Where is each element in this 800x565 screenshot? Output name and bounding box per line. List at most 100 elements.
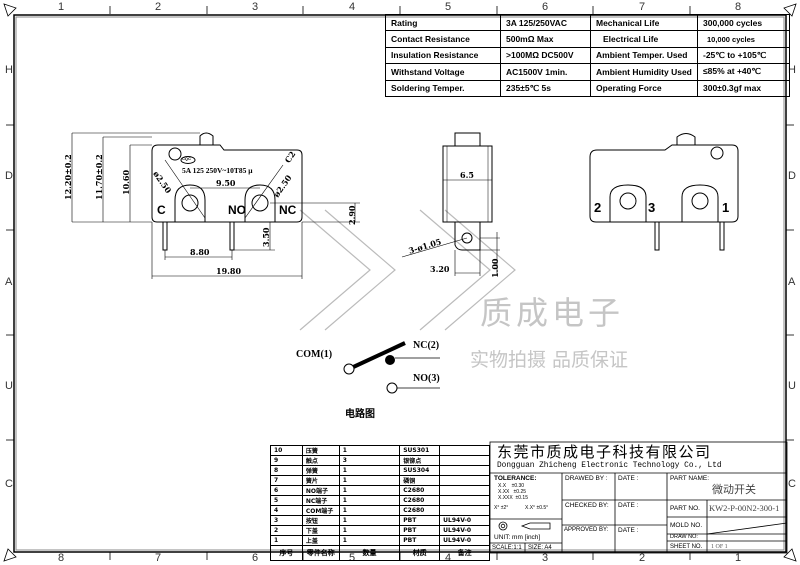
sheet-no-label: SHEET NO. (670, 544, 703, 550)
grid-letter: D (5, 170, 13, 182)
watermark-logo (299, 209, 516, 331)
bom-cell: 1 (338, 485, 401, 496)
date-label: DATE : (618, 502, 639, 509)
bom-header: 序号零件名称数量材质备注 (270, 545, 490, 561)
draw-no-label: DRAW NO: (670, 534, 698, 540)
bom-cell: 8 (270, 465, 303, 476)
spec-label: Rating (385, 13, 501, 32)
grid-number: 5 (445, 1, 452, 13)
bom-cell: 弹簧 (301, 465, 340, 476)
bom-cell: PBT (399, 525, 441, 536)
drawed-by-label: DRAWED BY : (565, 475, 608, 482)
grid-letter: C (788, 478, 796, 490)
bom-cell (439, 455, 490, 466)
bom-cell: PBT (399, 535, 441, 546)
dim-hole-spacing: 9.50 (216, 178, 236, 188)
bom-cell: 1 (338, 525, 401, 536)
circuit-diagram (343, 341, 440, 394)
bom-cell: UL94V-0 (439, 515, 490, 526)
front-view (71, 132, 360, 279)
bom-cell: 5 (270, 495, 303, 506)
bom-cell: NC端子 (301, 495, 340, 506)
tolerance-label: TOLERANCE: (494, 475, 537, 482)
bom-cell: 1 (338, 535, 401, 546)
spec-label: Ambient Humidity Used (590, 63, 698, 81)
bom-cell: UL94V-0 (439, 535, 490, 546)
bom-cell (439, 475, 490, 486)
tolerance-3: X.XXX ±0.15 (498, 495, 528, 501)
spec-value: 500mΩ Max (500, 30, 591, 48)
bom-cell: 10 (270, 445, 303, 456)
grid-number: 2 (155, 1, 162, 13)
spec-label: Contact Resistance (385, 30, 501, 48)
bom-cell (439, 445, 490, 456)
bom-cell: 上盖 (301, 535, 340, 546)
rear-pin-1: 1 (722, 200, 730, 215)
spec-value: 235±5℃ 5s (500, 79, 591, 97)
grid-letter: U (5, 380, 13, 392)
date-label: DATE : (618, 475, 639, 482)
grid-number: 6 (252, 552, 259, 564)
spec-value: 3A 125/250VAC (500, 13, 591, 32)
grid-number: 4 (349, 1, 356, 13)
bom-cell: SUS301 (399, 445, 441, 456)
dim-pin-spacing: 8.80 (190, 247, 210, 257)
sheet-no-value: 1 OF 1 (711, 544, 728, 550)
tolerance-1: X.X ±0.30 (498, 483, 525, 489)
bom-cell: 触点 (301, 455, 340, 466)
bom-cell: C2680 (399, 495, 441, 506)
bom-header-cell: 数量 (338, 545, 401, 561)
part-name-value: 微动开关 (712, 483, 756, 496)
grid-letter: C (5, 478, 13, 490)
bom-cell: 按钮 (301, 515, 340, 526)
spec-label: Mechanical Life (590, 13, 698, 32)
spec-value: ≤85% at +40℃ (697, 63, 790, 81)
company-name-en: Dongguan Zhicheng Electronic Technology … (497, 462, 722, 470)
bom-cell: 压簧 (301, 445, 340, 456)
bom-cell: 下盖 (301, 525, 340, 536)
bom-cell: 磷铜 (399, 475, 441, 486)
bom-cell: C2680 (399, 485, 441, 496)
bom-cell: 7 (270, 475, 303, 486)
bom-cell: 3 (338, 455, 401, 466)
pin-label-nc: NC (279, 203, 297, 217)
size-label: SIZE: A4 (528, 545, 552, 551)
bom-cell: SUS304 (399, 465, 441, 476)
bom-cell: 6 (270, 485, 303, 496)
circuit-no-label: NO(3) (413, 373, 440, 384)
grid-letter: A (788, 276, 796, 288)
grid-number: 2 (639, 552, 646, 564)
grid-number: 3 (252, 1, 259, 13)
side-view (401, 132, 500, 276)
bom-cell (439, 485, 490, 496)
tolerance-angle-2: X.X° ±0.5° (525, 505, 549, 511)
bom-header-cell: 零件名称 (301, 545, 340, 561)
dim-pin-width: 3.20 (430, 264, 450, 274)
bom-cell: 2 (270, 525, 303, 536)
grid-number: 1 (58, 1, 65, 13)
spec-value: 10,000 cycles (697, 30, 790, 48)
bom-header-cell: 序号 (270, 545, 303, 561)
bom-cell: 1 (338, 515, 401, 526)
bom-cell: 3 (270, 515, 303, 526)
dim-pin-length: 3.50 (261, 227, 271, 247)
pin-label-no: NO (228, 203, 246, 217)
spec-value: AC1500V 1min. (500, 63, 591, 81)
part-no-value: KW2-P-00N2-300-1 (709, 503, 780, 513)
marking-text: 5A 125 250V~10T85 μ (182, 166, 253, 175)
tolerance-2: X.XX ±0.25 (498, 489, 527, 495)
bom-cell: COM端子 (301, 505, 340, 516)
